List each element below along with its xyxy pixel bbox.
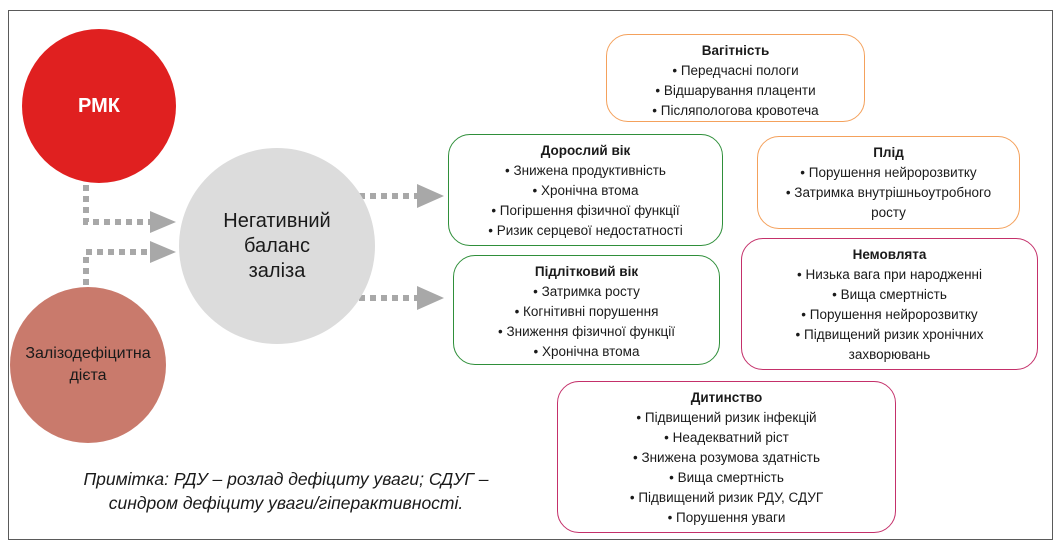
- childhood-item: • Порушення уваги: [667, 510, 786, 525]
- arrowhead-adolescent: [417, 286, 444, 310]
- pregnancy-item: • Передчасні пологи: [672, 63, 799, 78]
- arrowhead-adult: [417, 184, 444, 208]
- diet-label-line-2: дієта: [69, 367, 107, 384]
- diet-label-line-1: Залізодефіцитна: [25, 345, 151, 362]
- adult-item: • Погіршення фізичної функції: [491, 203, 680, 218]
- fetus-item: • Затримка внутрішньоутробного: [785, 185, 992, 200]
- childhood-item: • Підвищений ризик РДУ, СДУГ: [629, 490, 824, 505]
- footnote-line-1: Примітка: РДУ – розлад дефіциту уваги; С…: [83, 469, 489, 489]
- footnote: Примітка: РДУ – розлад дефіциту уваги; С…: [46, 467, 526, 515]
- adolescent-item: • Зниження фізичної функції: [497, 324, 676, 339]
- arrowhead-diet: [150, 241, 176, 263]
- diagram-frame: [8, 10, 1053, 540]
- adolescent-title: Підлітковий вік: [534, 264, 639, 279]
- infant-item: • Вища смертність: [832, 287, 947, 302]
- infant-item: • Підвищений ризик хронічних: [795, 327, 984, 342]
- adult-item: • Хронічна втома: [532, 183, 639, 198]
- pregnancy-item: • Післяпологова кровотеча: [652, 103, 819, 118]
- adult-title: Дорослий вік: [540, 143, 631, 158]
- rmk-node: РМК: [22, 29, 176, 183]
- negative-label-line-1: Негативний: [223, 209, 331, 232]
- childhood-item: • Підвищений ризик інфекцій: [636, 410, 817, 425]
- negative-label-line-3: заліза: [248, 259, 306, 282]
- infant-item: захворювань: [848, 347, 931, 362]
- adolescent-item: • Когнітивні порушення: [514, 304, 659, 319]
- fetus-item: • Порушення нейророзвитку: [800, 165, 977, 180]
- negative-label-line-2: баланс: [244, 234, 310, 257]
- childhood-box: Дитинство • Підвищений ризик інфекцій • …: [557, 381, 896, 533]
- adolescent-item: • Хронічна втома: [533, 344, 640, 359]
- adolescent-item: • Затримка росту: [533, 284, 640, 299]
- childhood-item: • Вища смертність: [669, 470, 784, 485]
- pregnancy-box: Вагітність • Передчасні пологи • Відшару…: [606, 34, 865, 122]
- arrowhead-rmk: [150, 211, 176, 233]
- arrow-rmk-to-negative: [83, 185, 150, 225]
- pregnancy-title: Вагітність: [701, 43, 770, 58]
- childhood-title: Дитинство: [690, 390, 763, 405]
- pregnancy-item: • Відшарування плаценти: [655, 83, 816, 98]
- infant-item: • Порушення нейророзвитку: [801, 307, 978, 322]
- adult-item: • Знижена продуктивність: [505, 163, 666, 178]
- childhood-item: • Знижена розумова здатність: [632, 450, 821, 465]
- infant-title: Немовлята: [852, 247, 927, 262]
- adolescent-box: Підлітковий вік • Затримка росту • Когні…: [453, 255, 720, 365]
- adult-box: Дорослий вік • Знижена продуктивність • …: [448, 134, 723, 246]
- fetus-item: росту: [871, 205, 906, 220]
- rmk-label: РМК: [78, 94, 120, 117]
- adult-item: • Ризик серцевої недостатності: [488, 223, 683, 238]
- infant-box: Немовлята • Низька вага при народженні •…: [741, 238, 1038, 370]
- negative-iron-balance-node: Негативний баланс заліза: [179, 148, 375, 344]
- infant-item: • Низька вага при народженні: [797, 267, 982, 282]
- footnote-line-2: синдром дефіциту уваги/гіперактивності.: [108, 493, 464, 513]
- childhood-item: • Неадекватний ріст: [664, 430, 789, 445]
- fetus-box: Плід • Порушення нейророзвитку • Затримк…: [757, 136, 1020, 229]
- arrow-diet-to-negative: [83, 249, 150, 285]
- fetus-title: Плід: [873, 145, 904, 160]
- iron-deficient-diet-node: Залізодефіцитна дієта: [10, 287, 166, 443]
